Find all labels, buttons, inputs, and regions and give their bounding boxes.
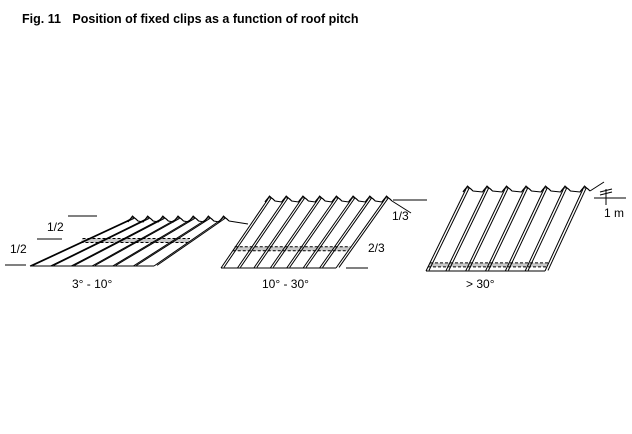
distance-label: 1 m bbox=[604, 206, 625, 220]
rib-line bbox=[94, 217, 180, 266]
roof-panel-low-pitch bbox=[29, 215, 249, 267]
dimension-lines bbox=[5, 188, 626, 269]
rib-line bbox=[272, 198, 322, 268]
rib-line bbox=[488, 188, 528, 271]
rib-line bbox=[223, 198, 272, 268]
rib-line bbox=[544, 188, 584, 272]
rib-line bbox=[91, 218, 177, 267]
roof-panel-steep-pitch bbox=[425, 181, 605, 272]
rib-line bbox=[286, 198, 336, 269]
rib-line bbox=[269, 198, 319, 269]
rib-line bbox=[32, 217, 135, 266]
rib-line bbox=[507, 188, 548, 271]
rib-line bbox=[448, 188, 489, 271]
dimension-break-tick bbox=[599, 191, 613, 196]
rib-line bbox=[302, 198, 352, 269]
fraction-label-one-third: 1/3 bbox=[392, 209, 409, 223]
ridge-profile bbox=[127, 215, 230, 223]
rib-line bbox=[428, 188, 470, 271]
fraction-label-lower: 1/2 bbox=[10, 242, 27, 256]
fixed-clip-band bbox=[232, 246, 351, 251]
ridge-cap-flap bbox=[391, 200, 412, 214]
rib-line bbox=[527, 188, 567, 271]
ridge-profile bbox=[264, 195, 393, 203]
pitch-label-medium: 10° - 30° bbox=[262, 277, 309, 291]
figure-caption: Position of fixed clips as a function of… bbox=[72, 12, 359, 26]
rib-line bbox=[335, 198, 386, 269]
rib-line bbox=[240, 198, 289, 268]
rib-line bbox=[133, 218, 208, 267]
rib-line bbox=[115, 217, 195, 266]
rib-line bbox=[136, 217, 211, 266]
rib-line bbox=[425, 188, 467, 272]
rib-line bbox=[256, 198, 305, 268]
figure-title: Fig. 11 Position of fixed clips as a fun… bbox=[22, 12, 359, 26]
roof-panel-medium-pitch bbox=[220, 195, 412, 269]
rib-line bbox=[338, 198, 389, 268]
dimension-break-tick bbox=[599, 188, 613, 193]
figure-number: Fig. 11 bbox=[22, 12, 61, 26]
ridge-profile bbox=[462, 185, 591, 193]
rib-line bbox=[305, 198, 355, 268]
fraction-label-two-thirds: 2/3 bbox=[368, 241, 385, 255]
rib-line bbox=[74, 217, 165, 266]
rib-line bbox=[445, 188, 486, 272]
rib-line bbox=[504, 188, 545, 272]
fraction-label-upper: 1/2 bbox=[47, 220, 64, 234]
rib-line bbox=[465, 188, 506, 272]
rib-line bbox=[524, 188, 564, 272]
rib-line bbox=[485, 188, 525, 272]
rib-line bbox=[468, 188, 509, 271]
rib-line bbox=[547, 188, 587, 271]
rib-line bbox=[53, 217, 150, 266]
fixed-clip-band bbox=[80, 238, 190, 243]
ridge-cap-flap bbox=[589, 181, 605, 192]
pitch-label-low: 3° - 10° bbox=[72, 277, 113, 291]
rib-line bbox=[253, 198, 302, 269]
rib-line bbox=[319, 198, 369, 269]
rib-line bbox=[237, 198, 286, 269]
rib-line bbox=[156, 217, 226, 266]
rib-line bbox=[220, 198, 269, 269]
rib-line bbox=[289, 198, 339, 268]
rib-line bbox=[322, 198, 372, 268]
ridge-cap-flap bbox=[228, 220, 249, 225]
pitch-label-steep: > 30° bbox=[466, 277, 495, 291]
